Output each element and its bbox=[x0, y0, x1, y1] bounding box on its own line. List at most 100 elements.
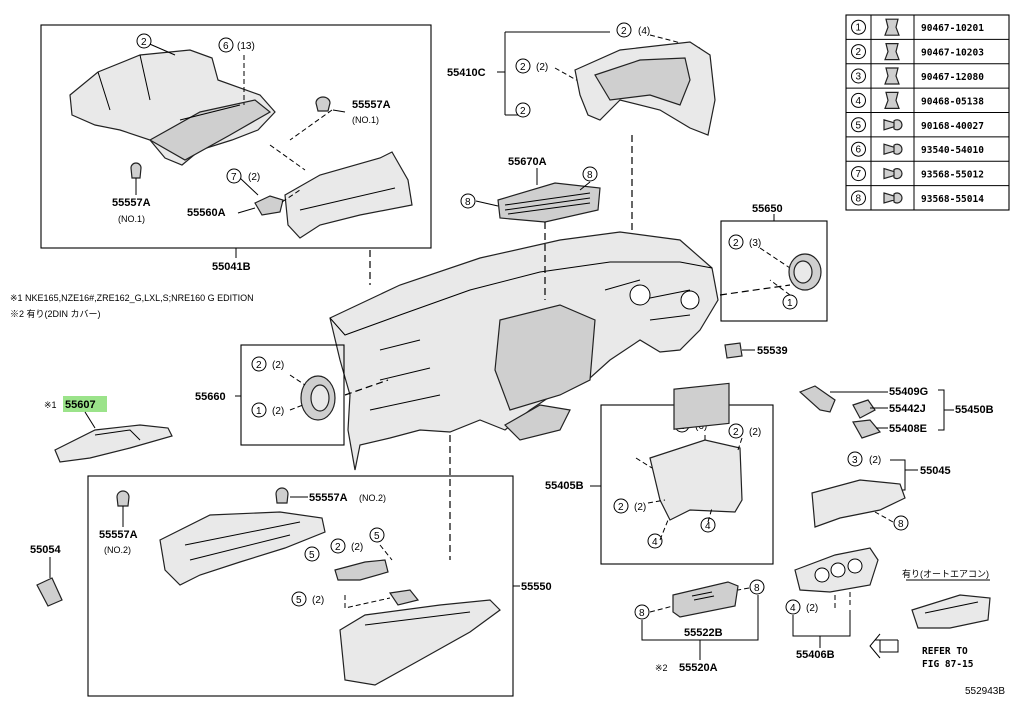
label-55539: 55539 bbox=[757, 345, 788, 357]
svg-text:8: 8 bbox=[465, 197, 471, 208]
part-55409g[interactable] bbox=[798, 385, 836, 413]
svg-text:8: 8 bbox=[587, 170, 593, 181]
svg-text:2: 2 bbox=[520, 106, 526, 117]
glove-box-door[interactable] bbox=[339, 599, 501, 686]
legend-number: 2 bbox=[856, 47, 862, 58]
qty-label: (2) bbox=[806, 603, 818, 614]
svg-text:4: 4 bbox=[705, 521, 711, 532]
svg-text:8: 8 bbox=[898, 519, 904, 530]
label-55557a-no2-left: 55557A bbox=[99, 529, 138, 541]
svg-text:6: 6 bbox=[223, 41, 229, 52]
label-55607: 55607 bbox=[65, 399, 96, 411]
group-55054: 55054 bbox=[30, 544, 63, 607]
svg-text:4: 4 bbox=[652, 537, 658, 548]
legend-number-circle bbox=[851, 117, 866, 133]
qty-label: (2) bbox=[634, 502, 646, 513]
group-55539: 55539 bbox=[724, 342, 788, 359]
group-55406b: 4 (2) 55406B bbox=[785, 547, 899, 661]
part-55539[interactable] bbox=[724, 342, 743, 359]
svg-text:4: 4 bbox=[790, 603, 796, 614]
label-55557a-no2: 55557A bbox=[309, 492, 348, 504]
lower-dash-cover[interactable] bbox=[284, 151, 413, 239]
part-55607[interactable] bbox=[54, 424, 173, 463]
clip-55557a-no2-top[interactable] bbox=[275, 487, 289, 504]
qty-label: (2) bbox=[272, 360, 284, 371]
group-55670a: 55670A 8 8 bbox=[460, 156, 601, 223]
glove-box-hinge[interactable] bbox=[334, 559, 389, 581]
refer-line-1: REFER TO bbox=[922, 646, 968, 657]
group-55405b: 55405B 2 (6) 2 (2) 2 (2) 4 4 bbox=[545, 382, 774, 565]
group-auto-aircon: 有り(オートエアコン) REFER TO FIG 87-15 bbox=[902, 568, 991, 670]
clip-55557a-no1-top[interactable] bbox=[315, 96, 331, 112]
label-55410c: 55410C bbox=[447, 67, 486, 79]
svg-text:2: 2 bbox=[256, 360, 262, 371]
glove-box-latch[interactable] bbox=[388, 589, 420, 606]
label-55406b: 55406B bbox=[796, 649, 835, 661]
label-55520a: 55520A bbox=[679, 662, 718, 674]
qty-label: (2) bbox=[749, 427, 761, 438]
svg-text:5: 5 bbox=[374, 531, 380, 542]
label-55550: 55550 bbox=[521, 581, 552, 593]
footnote-2: ※2 有り(2DIN カバー) bbox=[10, 308, 101, 319]
part-55408e[interactable] bbox=[852, 419, 882, 439]
svg-text:3: 3 bbox=[852, 455, 858, 466]
svg-text:2: 2 bbox=[520, 62, 526, 73]
legend-number-circle bbox=[851, 68, 866, 84]
group-55607: ※1 55607 bbox=[44, 396, 173, 463]
clip-55557a-no1-left[interactable] bbox=[130, 162, 142, 179]
auto-aircon-panel[interactable] bbox=[911, 594, 991, 629]
group-55520a: 8 8 55522B ※2 55520A bbox=[634, 579, 765, 674]
label-55045: 55045 bbox=[920, 465, 951, 477]
label-no2-inline: (NO.2) bbox=[359, 493, 386, 503]
clip-icon bbox=[884, 18, 900, 36]
label-55450b: 55450B bbox=[955, 404, 994, 416]
clip-icon bbox=[884, 43, 900, 61]
clip-55557a-no2-left[interactable] bbox=[116, 490, 130, 507]
label-55408e: 55408E bbox=[889, 423, 927, 435]
legend-part-number: 90467-12080 bbox=[921, 72, 984, 83]
legend-number-circle bbox=[851, 92, 866, 108]
pocket-55522b[interactable] bbox=[672, 581, 739, 618]
part-55442j[interactable] bbox=[852, 399, 876, 419]
glove-box-frame[interactable] bbox=[159, 511, 326, 586]
screw-icon bbox=[883, 118, 903, 131]
label-55409g: 55409G bbox=[889, 386, 928, 398]
center-cluster-bezel-55405b[interactable] bbox=[649, 439, 743, 521]
legend-number-circle bbox=[851, 44, 866, 60]
legend-number-circle bbox=[851, 19, 866, 35]
part-55054[interactable] bbox=[36, 577, 63, 607]
group-55550: 55550 55557A (NO.2) 55557A (NO.2) 5 5 2 … bbox=[87, 475, 552, 697]
label-no1: (NO.1) bbox=[352, 115, 379, 125]
label-55442j: 55442J bbox=[889, 403, 926, 415]
label-55557a-no1-left: 55557A bbox=[112, 197, 151, 209]
label-55607-mark: ※1 bbox=[44, 400, 57, 410]
legend-part-number: 93568-55012 bbox=[921, 170, 984, 181]
instrument-panel-main[interactable] bbox=[329, 135, 791, 560]
legend-part-number: 90468-05138 bbox=[921, 96, 984, 107]
svg-text:5: 5 bbox=[296, 595, 302, 606]
qty-label: (4) bbox=[638, 26, 650, 37]
legend-number-circle bbox=[851, 190, 866, 206]
lower-right-cover-55045[interactable] bbox=[811, 479, 906, 528]
label-no1-left: (NO.1) bbox=[118, 214, 145, 224]
clip-icon bbox=[884, 91, 900, 109]
label-55522b: 55522B bbox=[684, 627, 723, 639]
label-55054: 55054 bbox=[30, 544, 61, 556]
svg-text:7: 7 bbox=[231, 172, 237, 183]
group-55650: 55650 2 (3) 1 bbox=[720, 203, 828, 322]
clip-icon bbox=[884, 67, 900, 85]
svg-text:2: 2 bbox=[335, 542, 341, 553]
center-vent-55670a[interactable] bbox=[497, 182, 601, 223]
legend-row: 3 90467-12080 bbox=[851, 67, 984, 85]
screw-icon bbox=[883, 143, 903, 156]
legend-number: 3 bbox=[856, 72, 862, 83]
svg-text:2: 2 bbox=[141, 37, 147, 48]
footnote-1: ※1 NKE165,NZE16#,ZRE162_G,LXL,S;NRE160 G… bbox=[10, 293, 254, 303]
qty-label: (2) bbox=[536, 62, 548, 73]
svg-text:2: 2 bbox=[621, 26, 627, 37]
clip-55560a[interactable] bbox=[254, 195, 284, 216]
